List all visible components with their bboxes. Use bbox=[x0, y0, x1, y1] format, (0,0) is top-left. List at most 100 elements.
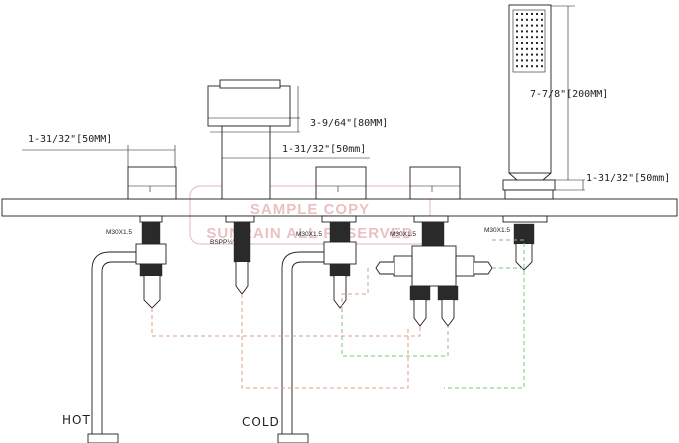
spray-nozzle bbox=[516, 24, 518, 27]
spray-nozzle bbox=[531, 13, 533, 15]
spray-nozzles bbox=[516, 13, 543, 68]
spray-nozzle bbox=[531, 53, 533, 56]
spray-nozzle bbox=[521, 65, 523, 68]
hot-supply-pipe bbox=[87, 251, 136, 443]
spray-nozzle bbox=[531, 42, 533, 44]
thread-label-handshower: M30X1.5 bbox=[484, 227, 510, 234]
handle-2 bbox=[315, 166, 367, 200]
handle-1-body bbox=[127, 166, 177, 200]
spray-nozzle bbox=[536, 42, 538, 44]
spout-column bbox=[221, 125, 271, 200]
hand-shower-handle bbox=[508, 4, 552, 174]
handle-2-body bbox=[315, 166, 367, 200]
handshower-hose-route bbox=[492, 239, 525, 270]
spray-nozzle bbox=[516, 13, 518, 15]
spray-nozzle bbox=[536, 36, 538, 39]
spray-nozzle bbox=[526, 42, 528, 44]
dim-handshower-height: 7-7/8"[200MM] bbox=[530, 89, 608, 100]
hand-shower-spray-face bbox=[512, 9, 546, 73]
spray-nozzle bbox=[536, 65, 538, 68]
spray-nozzle bbox=[526, 53, 528, 56]
thread-label-handle-1: M30X1.5 bbox=[106, 229, 132, 236]
watermark-frame bbox=[189, 185, 431, 245]
spray-nozzle bbox=[541, 47, 543, 50]
valve-2 bbox=[321, 215, 357, 309]
spray-nozzle bbox=[526, 24, 528, 27]
spray-nozzle bbox=[536, 47, 538, 50]
handle-1 bbox=[127, 166, 177, 200]
spray-nozzle bbox=[516, 53, 518, 56]
spray-nozzle bbox=[541, 24, 543, 27]
spray-nozzle bbox=[526, 65, 528, 68]
dim-left-spout: 1-31/32"[50MM] bbox=[28, 134, 112, 145]
spray-nozzle bbox=[521, 30, 523, 33]
spray-nozzle bbox=[521, 47, 523, 50]
spray-nozzle bbox=[526, 47, 528, 50]
thread-label-spout: BSPP½" bbox=[210, 238, 236, 246]
spray-nozzle bbox=[516, 47, 518, 50]
spray-nozzle bbox=[536, 18, 538, 21]
spray-nozzle bbox=[521, 24, 523, 27]
spray-nozzle bbox=[521, 36, 523, 39]
spray-nozzle bbox=[541, 65, 543, 68]
spout-hose-route bbox=[241, 294, 409, 389]
spray-nozzle bbox=[536, 59, 538, 62]
dim-spout-projection: 3-9/64"[80MM] bbox=[310, 118, 388, 129]
spray-nozzle bbox=[526, 18, 528, 21]
spray-nozzle bbox=[526, 13, 528, 15]
valve-1 bbox=[135, 215, 167, 309]
spray-nozzle bbox=[521, 59, 523, 62]
spray-nozzle bbox=[541, 36, 543, 39]
spray-nozzle bbox=[531, 24, 533, 27]
spray-nozzle bbox=[516, 65, 518, 68]
spray-nozzle bbox=[521, 13, 523, 15]
spray-nozzle bbox=[526, 30, 528, 33]
spray-nozzle bbox=[516, 36, 518, 39]
spray-nozzle bbox=[531, 36, 533, 39]
spray-nozzle bbox=[526, 59, 528, 62]
spray-nozzle bbox=[516, 18, 518, 21]
handle-3-body bbox=[409, 166, 461, 200]
spray-nozzle bbox=[521, 53, 523, 56]
spray-nozzle bbox=[541, 13, 543, 15]
hose-routing bbox=[151, 239, 525, 389]
cold-hose-route bbox=[341, 308, 449, 357]
watermark-line2: SUNRAIN ALL RESERVED bbox=[206, 225, 413, 242]
spray-nozzle bbox=[531, 18, 533, 21]
spray-nozzle bbox=[531, 59, 533, 62]
spray-nozzle bbox=[516, 30, 518, 33]
spray-nozzle bbox=[531, 47, 533, 50]
thread-label-handle-3: M30X1.5 bbox=[390, 231, 416, 238]
hand-shower-holder bbox=[502, 179, 556, 191]
spout-connector bbox=[225, 215, 255, 295]
waterfall-spout bbox=[207, 79, 291, 200]
dim-handshower-base: 1-31/32"[50mm] bbox=[586, 173, 670, 184]
spray-nozzle bbox=[541, 53, 543, 56]
thread-label-handle-2: M30X1.5 bbox=[296, 231, 322, 238]
spray-nozzle bbox=[526, 36, 528, 39]
dimension-lines bbox=[22, 5, 585, 191]
spray-nozzle bbox=[516, 59, 518, 62]
watermark: SAMPLE COPY SUNRAIN ALL RESERVED bbox=[189, 185, 431, 245]
spray-nozzle bbox=[521, 42, 523, 44]
cold-supply-pipe bbox=[277, 251, 324, 443]
handle-3 bbox=[409, 166, 461, 200]
spray-nozzle bbox=[536, 30, 538, 33]
spray-nozzle bbox=[536, 13, 538, 15]
hand-shower bbox=[502, 4, 556, 223]
spout-head bbox=[207, 85, 291, 127]
cold-label: COLD bbox=[242, 415, 280, 429]
spray-nozzle bbox=[516, 42, 518, 44]
spray-nozzle bbox=[536, 53, 538, 56]
watermark-line1: SAMPLE COPY bbox=[250, 201, 370, 218]
spray-nozzle bbox=[541, 30, 543, 33]
dim-spout-height: 1-31/32"[50mm] bbox=[282, 144, 366, 155]
spray-nozzle bbox=[541, 42, 543, 44]
spray-nozzle bbox=[521, 18, 523, 21]
spray-nozzle bbox=[536, 24, 538, 27]
spray-nozzle bbox=[541, 59, 543, 62]
hot-hose-route bbox=[151, 308, 421, 337]
spray-nozzle bbox=[531, 30, 533, 33]
